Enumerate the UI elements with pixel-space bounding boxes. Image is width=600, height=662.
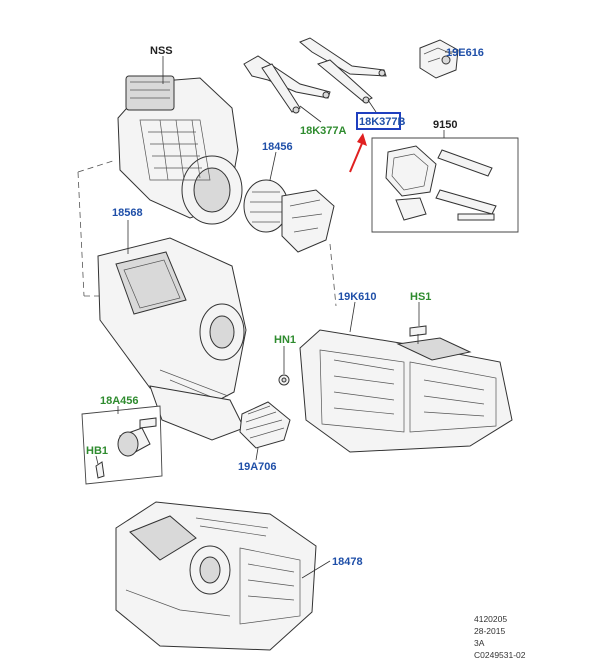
resistor-19a706-illustration bbox=[239, 401, 291, 449]
callout-18k377a: 18K377A bbox=[300, 125, 347, 137]
hvac-assembly-18478-illustration bbox=[115, 501, 317, 651]
assembly-frame-dashed bbox=[77, 159, 337, 307]
nut-hn1-illustration bbox=[278, 374, 290, 386]
footer-line-1: 4120205 bbox=[474, 614, 507, 624]
bracket-18k377b-illustration bbox=[299, 37, 387, 104]
blower-housing-illustration bbox=[117, 75, 243, 225]
bracket-18k377a-illustration bbox=[243, 55, 331, 114]
callout-hn1: HN1 bbox=[274, 334, 296, 346]
leader-lines bbox=[95, 51, 456, 579]
upper-case-18568-illustration bbox=[97, 237, 247, 441]
callout-18k377b: 18K377B bbox=[359, 116, 406, 128]
highlight-box-18k377b bbox=[356, 112, 401, 130]
callout-hb1: HB1 bbox=[86, 445, 108, 457]
drawing-reference-footer: 4120205 28-2015 3A C0249531-02 bbox=[474, 614, 526, 660]
heater-case-19k610-illustration bbox=[299, 329, 513, 453]
callout-hs1: HS1 bbox=[410, 291, 431, 303]
screw-hs1-illustration bbox=[409, 325, 427, 344]
footer-line-4: C0249531-02 bbox=[474, 650, 526, 660]
callout-18568: 18568 bbox=[112, 207, 143, 219]
footer-line-3: 3A bbox=[474, 638, 485, 648]
callout-18478: 18478 bbox=[332, 556, 363, 568]
red-pointer-arrow-icon bbox=[349, 133, 367, 173]
blower-motor-18456-illustration bbox=[243, 179, 335, 253]
kit-18a456-box bbox=[81, 405, 163, 485]
footer-line-2: 28-2015 bbox=[474, 626, 505, 636]
callout-19a706: 19A706 bbox=[238, 461, 277, 473]
actuator-19e616-illustration bbox=[419, 39, 459, 79]
callout-nss: NSS bbox=[150, 45, 173, 57]
callout-9150: 9150 bbox=[433, 119, 457, 131]
callout-19k610: 19K610 bbox=[338, 291, 377, 303]
callout-19e616: 19E616 bbox=[446, 47, 484, 59]
gasket-kit-9150-box bbox=[371, 137, 519, 233]
callout-18a456: 18A456 bbox=[100, 395, 139, 407]
callout-18456: 18456 bbox=[262, 141, 293, 153]
